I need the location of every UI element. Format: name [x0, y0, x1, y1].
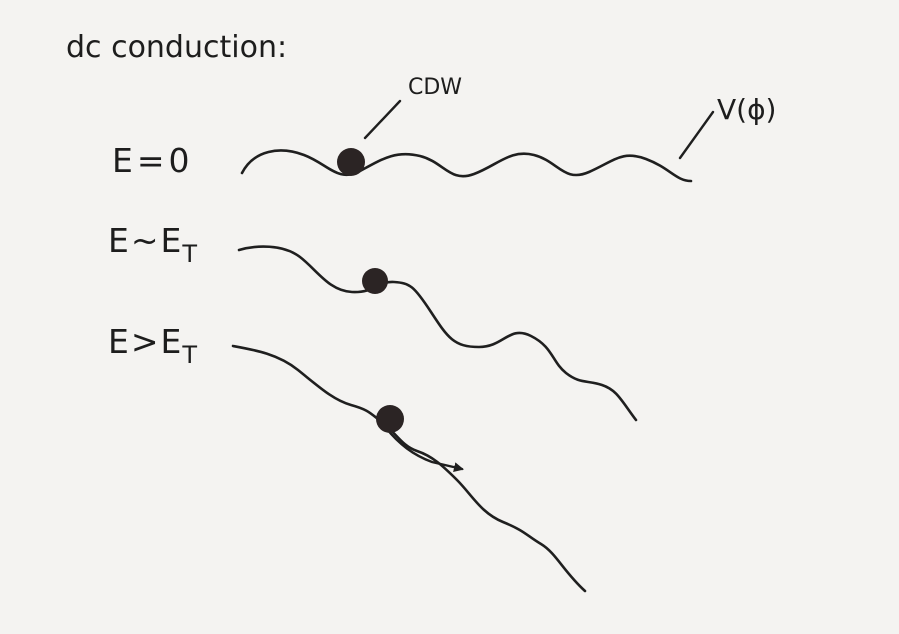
cdw-ball-zero-field	[337, 148, 365, 176]
potential-label: V(ϕ)	[717, 93, 776, 126]
cdw-pointer-line	[365, 101, 400, 138]
motion-arrow	[386, 428, 462, 469]
cdw-label: CDW	[408, 75, 462, 100]
potential-pointer-line	[680, 112, 713, 158]
flat-potential-curve	[242, 151, 691, 181]
strongly-tilted-potential-curve	[233, 346, 585, 591]
row-label-e-above-threshold: E>ET	[108, 322, 197, 369]
row-label-e-zero: E=0	[112, 141, 190, 180]
row-label-e-near-threshold: E~ET	[108, 221, 197, 268]
diagram-heading: dc conduction:	[66, 30, 287, 65]
cdw-ball-above-threshold	[376, 405, 404, 433]
cdw-ball-near-threshold	[362, 268, 388, 294]
tilted-potential-curve	[239, 247, 636, 420]
